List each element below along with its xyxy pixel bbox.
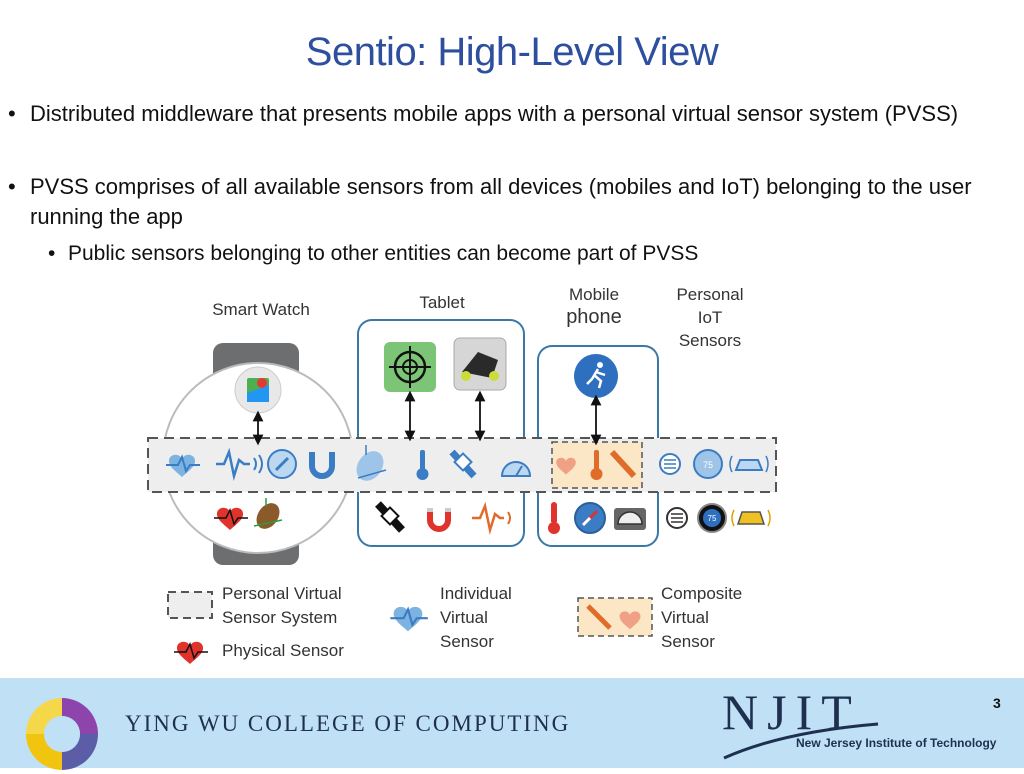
virtual-gauge-sensor-icon (500, 461, 532, 477)
virtual-thermostat-reading: 75 (703, 460, 713, 470)
virtual-football-sensor-icon (356, 445, 387, 481)
virtual-heartbeat-sensor-icon (216, 447, 263, 481)
bullet-2-text: PVSS comprises of all available sensors … (30, 174, 972, 229)
running-app-icon (574, 354, 618, 398)
racing-app-icon (453, 337, 507, 391)
composite-satellite-sensor-icon (609, 449, 637, 479)
tablet-label: Tablet (419, 293, 465, 312)
physical-iot-speaker-icon (666, 507, 688, 529)
legend-individual-heart-icon (390, 606, 428, 632)
virtual-iot-speaker-icon (659, 453, 681, 475)
legend-pvss-line1: Personal Virtual (222, 584, 342, 603)
bullet-marker: • (8, 101, 16, 126)
physical-football-sensor-icon (253, 498, 283, 529)
physical-iot-car-icon (731, 509, 771, 527)
legend-composite-swatch (577, 597, 653, 637)
legend-pvss-label: Personal Virtual Sensor System (222, 582, 342, 630)
legend-pvss-line2: Sensor System (222, 608, 338, 627)
virtual-iot-thermostat-icon: 75 (693, 449, 723, 479)
physical-satellite-sensor-icon (375, 501, 405, 533)
smart-watch-label: Smart Watch (212, 300, 310, 319)
physical-thermostat-reading: 75 (708, 514, 717, 523)
physical-gauge-sensor-icon (614, 508, 646, 530)
bullet-1: • Distributed middleware that presents m… (8, 99, 990, 129)
virtual-heart-sensor-icon (166, 454, 200, 477)
iot-label-line1: Personal (676, 285, 744, 304)
virtual-compass-sensor-icon (267, 449, 297, 479)
sub-bullet-1-text: Public sensors belonging to other entiti… (68, 242, 699, 265)
physical-heart-sensor-icon (214, 507, 248, 530)
physical-compass-sensor-icon (574, 502, 606, 534)
iot-label: Personal IoT Sensors (664, 283, 756, 352)
maps-app-icon (234, 366, 282, 414)
legend-individual-line1: Individual (440, 584, 512, 603)
legend-physical-label: Physical Sensor (222, 641, 344, 660)
sub-bullet-1: • Public sensors belonging to other enti… (48, 239, 968, 269)
composite-thermometer-sensor-icon (590, 450, 603, 480)
bullet-marker: • (8, 174, 16, 199)
physical-iot-thermostat-icon: 75 (697, 503, 727, 533)
legend-composite-line2: Virtual (661, 608, 709, 627)
legend-composite-line1: Composite (661, 584, 743, 603)
virtual-iot-car-icon (729, 455, 769, 473)
legend-composite-line3: Sensor (661, 632, 715, 651)
physical-thermometer-sensor-icon (548, 502, 560, 534)
pvss-diagram: 75 75 (147, 319, 777, 664)
legend-individual-label: Individual Virtual Sensor (440, 582, 512, 654)
virtual-satellite-sensor-icon (449, 449, 477, 479)
legend-pvss-swatch (167, 591, 213, 619)
slide-title: Sentio: High-Level View (305, 30, 719, 74)
college-name: YING WU COLLEGE OF COMPUTING (125, 711, 571, 736)
bullet-2: • PVSS comprises of all available sensor… (8, 172, 1010, 232)
physical-magnet-sensor-icon (427, 508, 451, 532)
physical-heartbeat-sensor-icon (472, 501, 511, 535)
njit-full-name: New Jersey Institute of Technology (796, 736, 997, 750)
bullet-1-text: Distributed middleware that presents mob… (30, 101, 959, 126)
njit-swoosh-icon (723, 722, 879, 760)
virtual-magnet-sensor-icon (309, 452, 335, 479)
legend-individual-line3: Sensor (440, 632, 494, 651)
target-app-icon (384, 342, 436, 392)
page-number: 3 (993, 695, 1001, 711)
njit-logo-text: NJIT (722, 684, 861, 740)
legend-composite-satellite-icon (586, 604, 612, 630)
slide-footer (0, 678, 1024, 770)
mobile-label-line1: Mobile (568, 285, 620, 304)
legend-individual-line2: Virtual (440, 608, 488, 627)
legend-composite-label: Composite Virtual Sensor (661, 582, 742, 654)
mobile-label-line2: phone (566, 306, 622, 328)
legend-physical-heart-icon (174, 641, 208, 664)
college-logo-icon (26, 698, 98, 770)
mobile-label: Mobile phone (554, 283, 634, 329)
virtual-thermometer-sensor-icon (416, 450, 429, 480)
iot-label-line3: Sensors (678, 331, 742, 350)
bullet-marker: • (48, 242, 56, 265)
iot-label-line2: IoT (697, 308, 723, 327)
